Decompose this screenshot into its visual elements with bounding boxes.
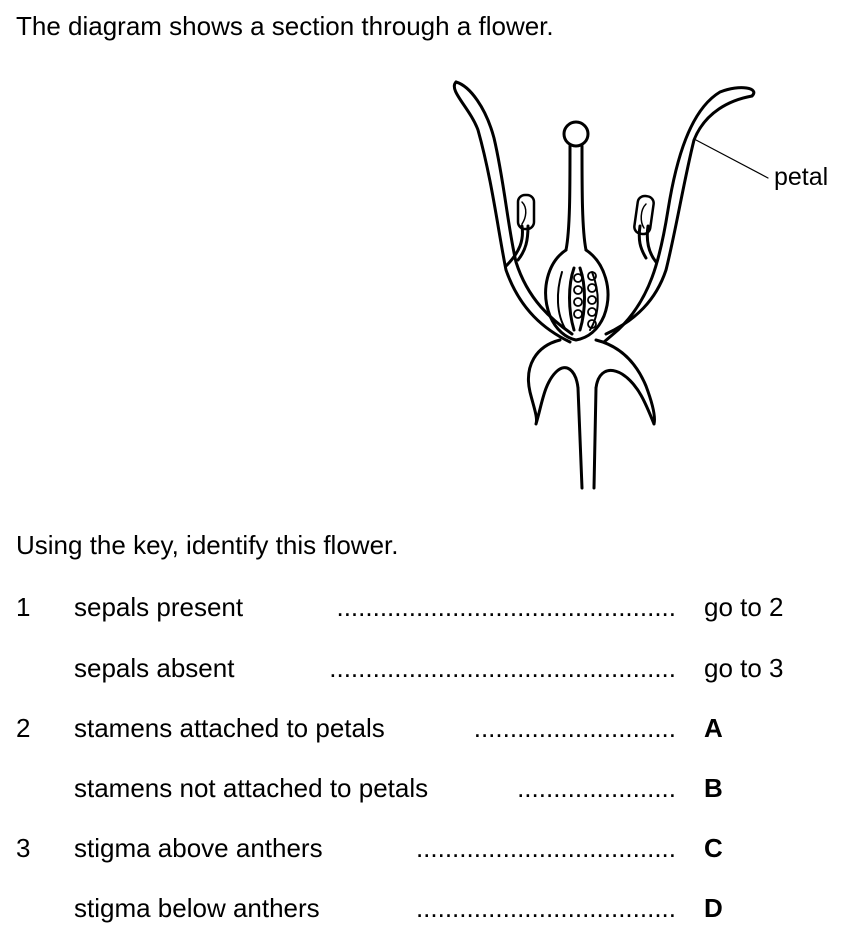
label-petal: petal (774, 163, 829, 191)
style (564, 144, 588, 252)
key-leader-dots: .................................... (415, 893, 676, 923)
key-row-3b: stigma below anthers ...................… (0, 891, 854, 925)
key-row-1b: sepals absent ..........................… (0, 651, 854, 685)
petal-left (452, 80, 572, 344)
stamen-filament-right (637, 224, 658, 264)
petal-leader-line (695, 139, 769, 179)
key-step-number: 2 (16, 713, 31, 743)
key-description: stamens not attached to petals (74, 773, 429, 803)
key-row-2a: 2 stamens attached to petals ...........… (0, 711, 854, 745)
key-row-1a: 1 sepals present .......................… (0, 590, 854, 624)
key-leader-dots: ............................ (473, 713, 676, 743)
flower-section-diagram (452, 80, 769, 490)
key-step-number: 3 (16, 833, 31, 863)
stigma (562, 120, 590, 148)
ovules (573, 271, 597, 329)
petal-right (602, 86, 756, 344)
petal-left-inner (454, 80, 574, 336)
key-result: go to 2 (704, 592, 784, 622)
stalk (576, 386, 598, 490)
key-description: stamens attached to petals (74, 713, 385, 743)
key-row-2b: stamens not attached to petals .........… (0, 771, 854, 805)
anther-left (516, 193, 536, 231)
key-leader-dots: ........................................… (329, 653, 676, 683)
key-result: D (704, 893, 723, 923)
key-description: sepals present (74, 592, 244, 622)
key-leader-dots: ........................................… (336, 592, 676, 622)
key-description: stigma above anthers (74, 833, 323, 863)
key-step-number: 1 (16, 592, 31, 622)
key-description: stigma below anthers (74, 893, 320, 923)
key-result: C (704, 833, 723, 863)
key-leader-dots: ...................... (517, 773, 676, 803)
key-result: B (704, 773, 723, 803)
anther-right (633, 194, 655, 236)
key-description: sepals absent (74, 653, 235, 683)
ovary (544, 248, 610, 342)
key-result: go to 3 (704, 653, 784, 683)
receptacle (527, 338, 656, 426)
key-leader-dots: .................................... (415, 833, 676, 863)
key-row-3a: 3 stigma above anthers .................… (0, 831, 854, 865)
key-result: A (704, 713, 723, 743)
question-text: Using the key, identify this flower. (16, 530, 399, 560)
petal-right-inner (604, 94, 754, 336)
intro-text: The diagram shows a section through a fl… (16, 11, 554, 41)
